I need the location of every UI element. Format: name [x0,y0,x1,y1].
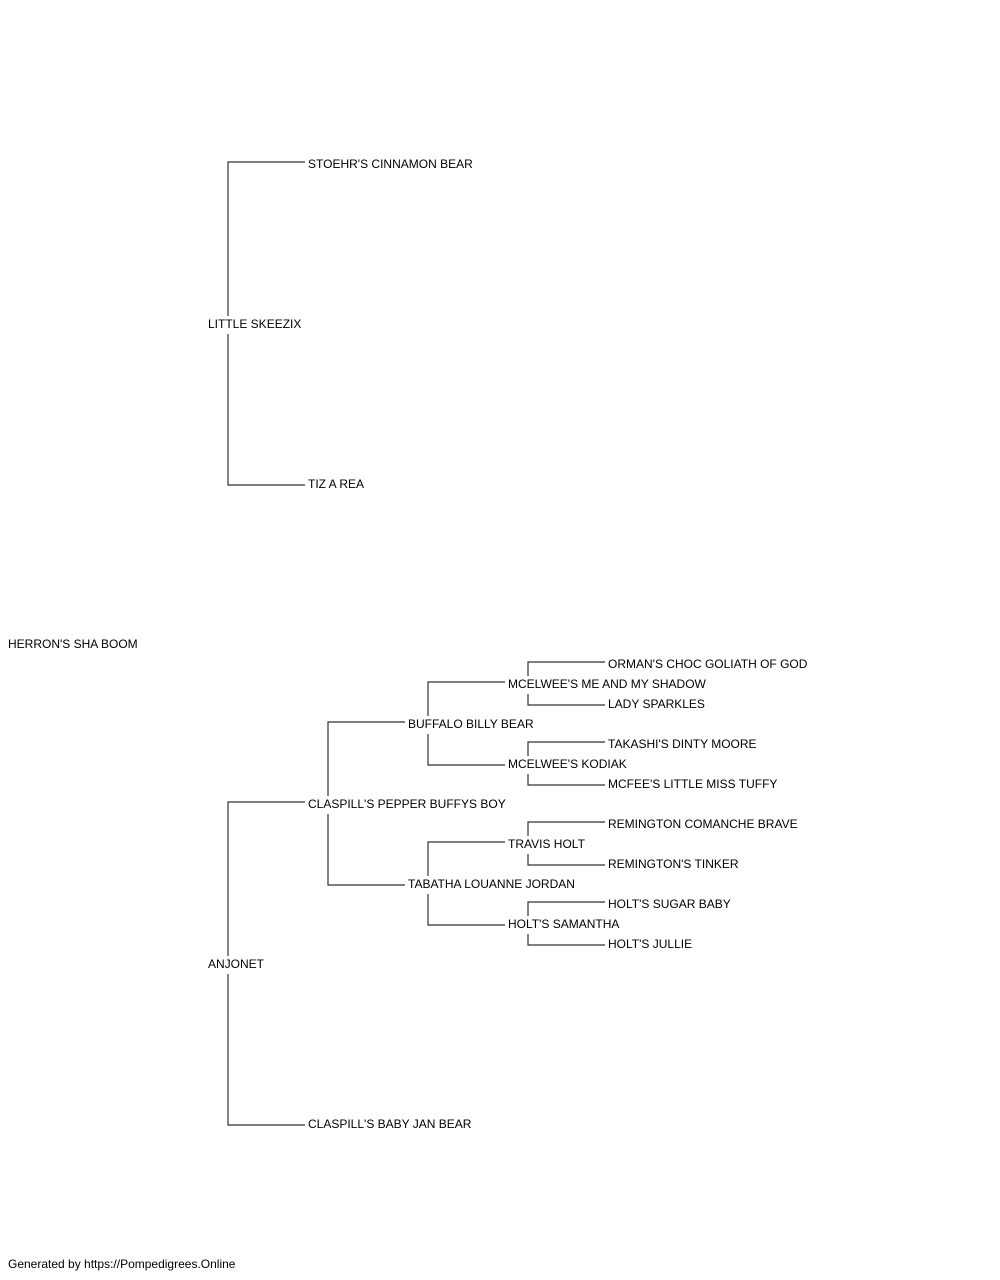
ancestor-gen5-1: ORMAN'S CHOC GOLIATH OF GOD [608,657,808,671]
connector-buffalo-sire [427,681,505,716]
connector-anjonet-dam [227,974,305,1126]
maternal-ggsire-name: BUFFALO BILLY BEAR [408,717,534,731]
connector-kodiak-sire [527,741,605,756]
ancestor-gen4-1: MCELWEE'S ME AND MY SHADOW [508,677,706,691]
ancestor-gen5-7: HOLT'S SUGAR BABY [608,897,731,911]
ancestor-gen4-4: HOLT'S SAMANTHA [508,917,620,931]
connector-tabatha-dam [427,894,505,926]
ancestor-gen5-6: REMINGTON'S TINKER [608,857,739,871]
maternal-grandsire-name: CLASPILL'S PEPPER BUFFYS BOY [308,797,506,811]
ancestor-gen4-2: MCELWEE'S KODIAK [508,757,627,771]
connector-kodiak-dam [527,774,605,786]
generated-by-footer: Generated by https://Pompedigrees.Online [8,1257,236,1271]
connector-travis-sire [527,821,605,836]
connector-anjonet-sire [227,801,305,956]
ancestor-gen5-5: REMINGTON COMANCHE BRAVE [608,817,798,831]
connector-shadow-dam [527,694,605,706]
connector-tabatha-sire [427,841,505,876]
ancestor-gen5-2: LADY SPARKLES [608,697,705,711]
connector-little-skeezix-sire [227,161,305,316]
ancestor-gen5-4: MCFEE'S LITTLE MISS TUFFY [608,777,778,791]
dam-name: ANJONET [208,957,265,971]
paternal-granddam-name: TIZ A REA [308,477,365,491]
connector-buffalo-dam [427,734,505,766]
maternal-ggdam-name: TABATHA LOUANNE JORDAN [408,877,575,891]
connector-claspill-dam [327,814,405,886]
subject-name: HERRON'S SHA BOOM [8,637,138,651]
connector-samantha-sire [527,901,605,916]
connector-little-skeezix-dam [227,334,305,486]
ancestor-gen4-3: TRAVIS HOLT [508,837,585,851]
paternal-grandsire-name: STOEHR'S CINNAMON BEAR [308,157,473,171]
connector-travis-dam [527,854,605,866]
sire-name: LITTLE SKEEZIX [208,317,302,331]
connector-samantha-dam [527,934,605,946]
connector-claspill-sire [327,721,405,796]
ancestor-gen5-8: HOLT'S JULLIE [608,937,693,951]
maternal-granddam-name: CLASPILL'S BABY JAN BEAR [308,1117,472,1131]
ancestor-gen5-3: TAKASHI'S DINTY MOORE [608,737,757,751]
connector-shadow-sire [527,661,605,676]
